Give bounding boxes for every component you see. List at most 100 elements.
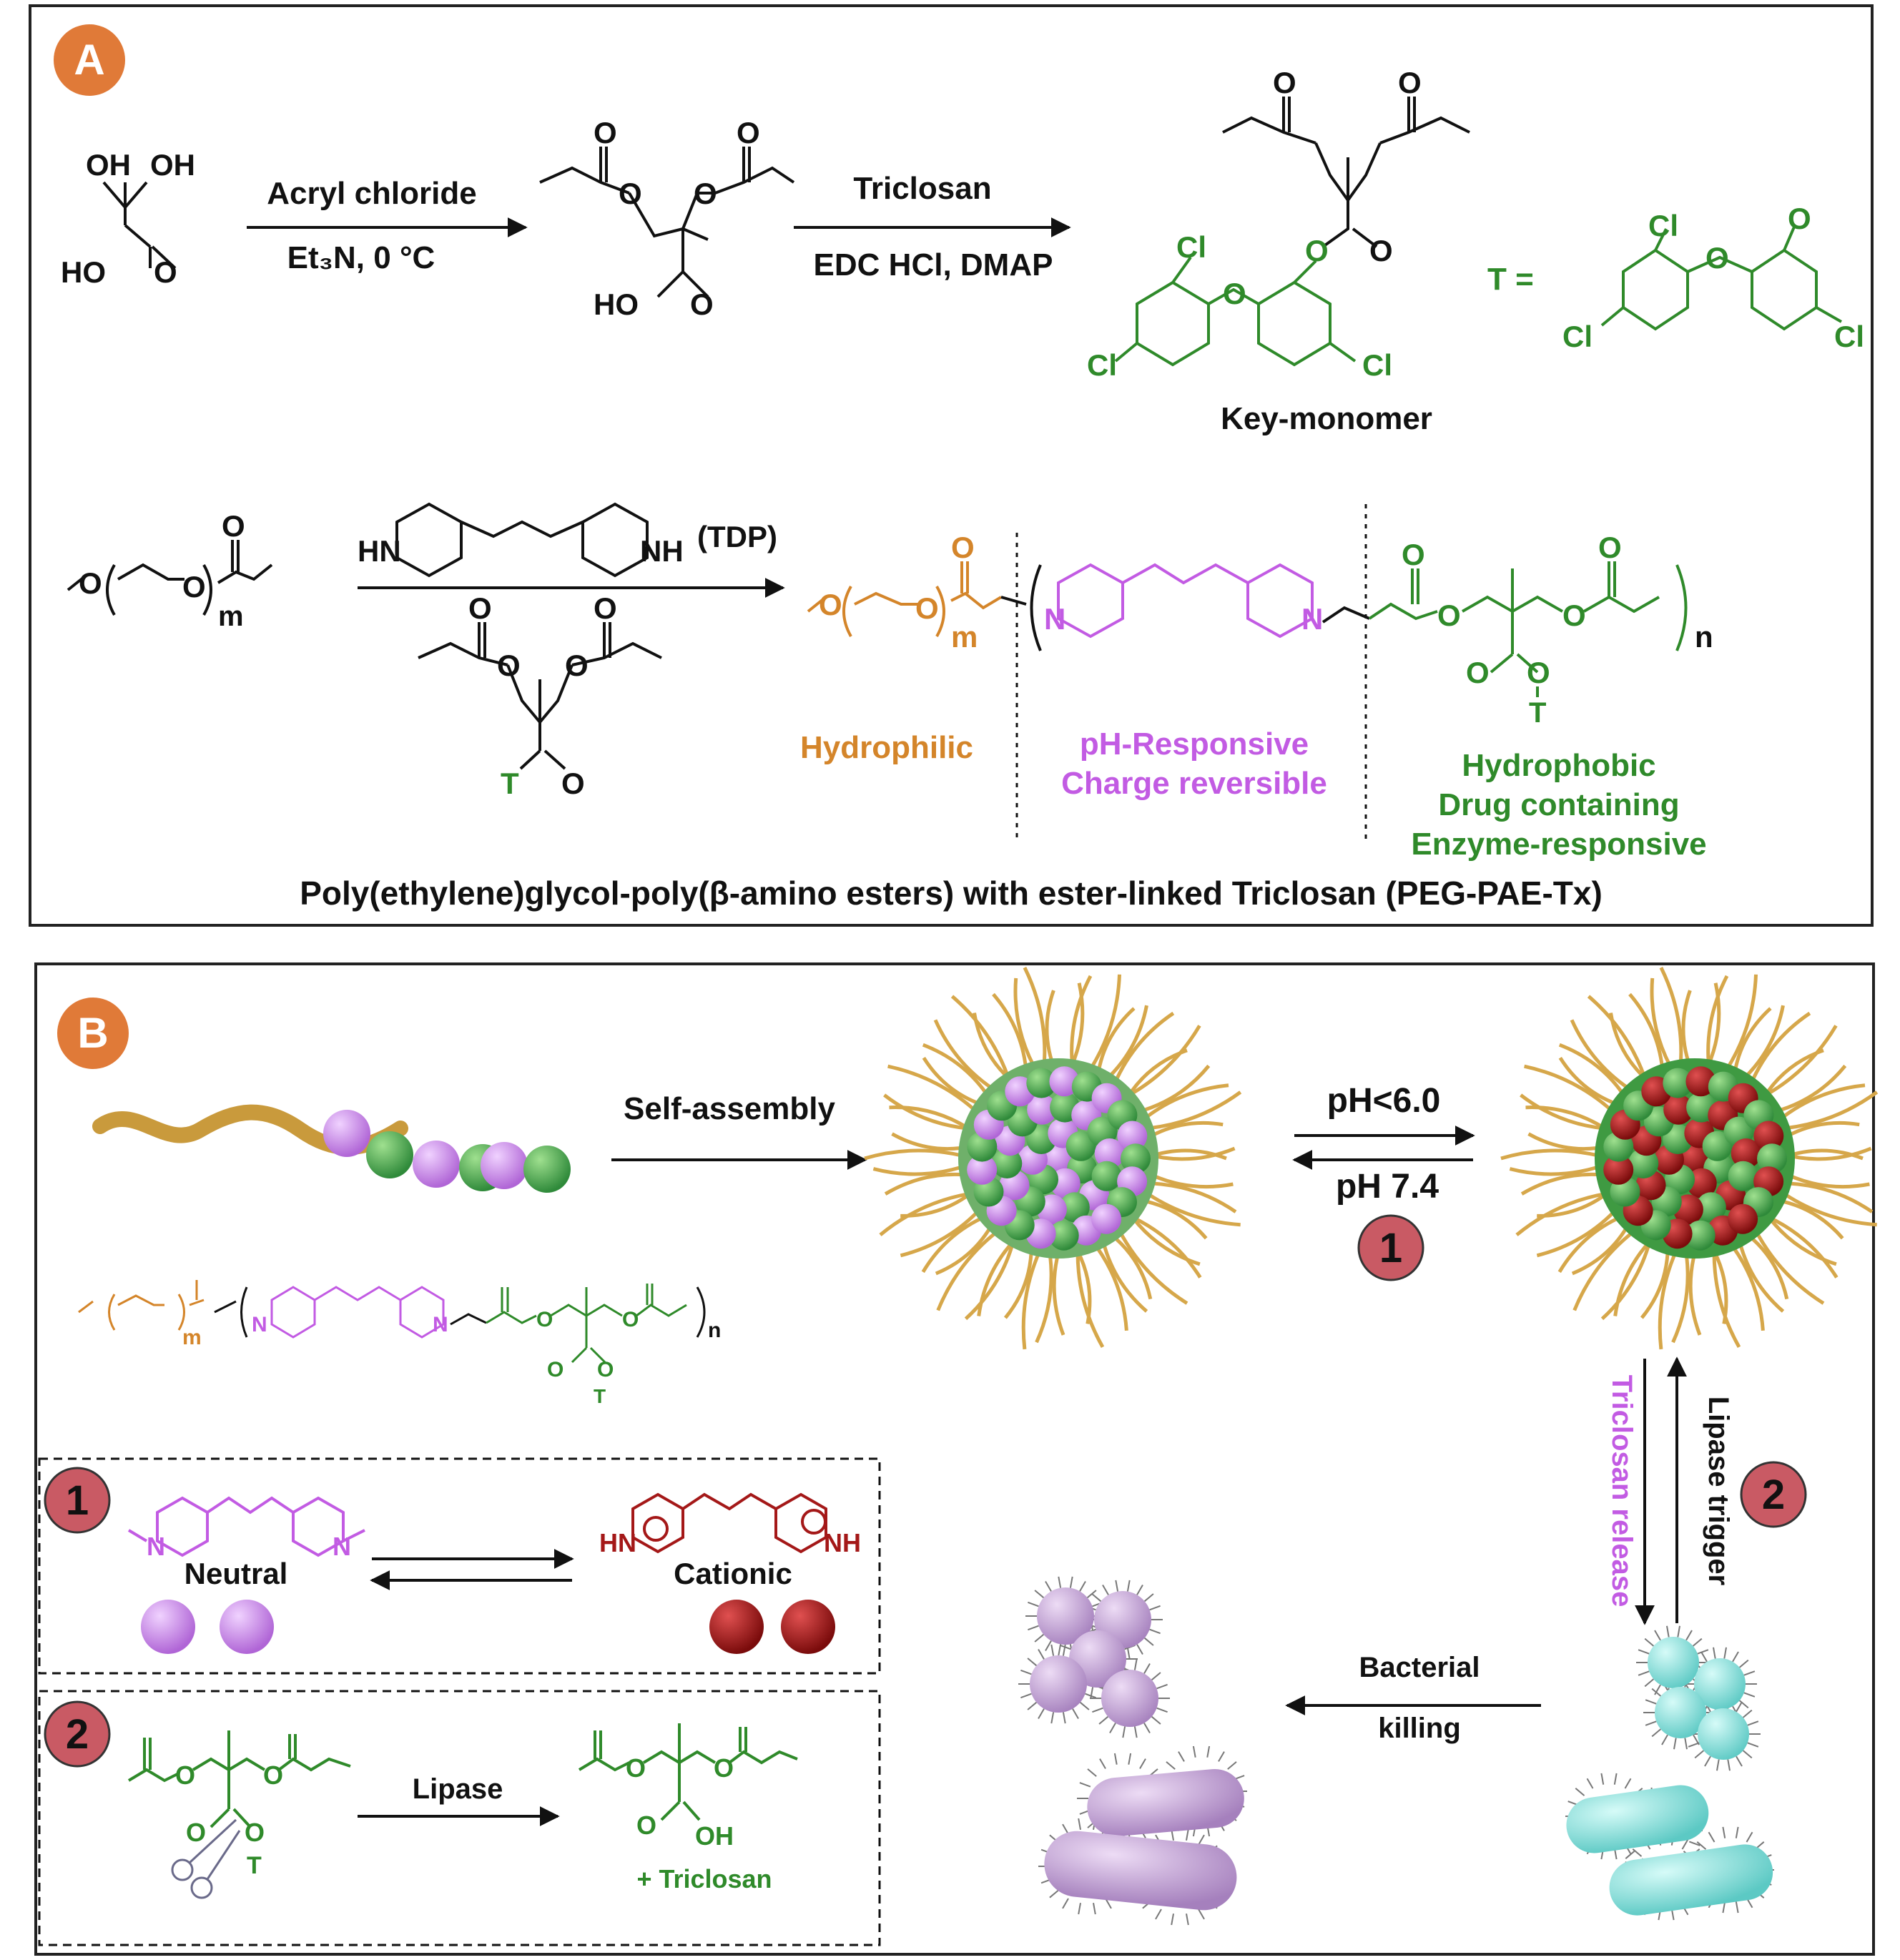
bacterial-pilus bbox=[1747, 1720, 1759, 1726]
bacterial-pilus bbox=[1072, 1708, 1079, 1719]
o-label-26: O bbox=[1437, 599, 1461, 632]
core-bead bbox=[1728, 1161, 1758, 1191]
peg-acrylate-structure bbox=[67, 540, 273, 616]
n-label-5: N bbox=[147, 1532, 165, 1561]
bacterial-pilus bbox=[1613, 1773, 1618, 1785]
bacterial-pilus bbox=[1136, 1644, 1143, 1655]
ph-low-label: pH<6.0 bbox=[1327, 1082, 1441, 1120]
o-label-17: O bbox=[468, 591, 492, 625]
bacterial-pilus bbox=[1735, 1901, 1739, 1914]
bacterial-pilus bbox=[1151, 1715, 1161, 1725]
bacterial-pilus bbox=[1666, 1625, 1670, 1638]
oh-label-1: OH bbox=[86, 148, 131, 182]
label-charge-reversible: Charge reversible bbox=[1061, 766, 1327, 801]
bacterial-pilus bbox=[1133, 1658, 1138, 1670]
bacterial-pilus bbox=[1105, 1898, 1112, 1909]
core-bead bbox=[1685, 1066, 1716, 1097]
step2-badge-inset-label: 2 bbox=[66, 1711, 89, 1758]
core-bead bbox=[1628, 1148, 1659, 1178]
hn-plus-label: HN bbox=[599, 1528, 636, 1557]
panel-b-frame bbox=[34, 962, 1875, 1956]
bacterial-pilus bbox=[1149, 1628, 1161, 1635]
bacterial-pilus bbox=[1045, 1640, 1052, 1651]
bacterial-pilus bbox=[1700, 1651, 1708, 1663]
bacterial-pilus bbox=[1020, 1669, 1032, 1675]
bacterial-pilus bbox=[1694, 1750, 1705, 1759]
bacterial-pilus bbox=[1078, 1903, 1081, 1915]
o-label-1: O bbox=[154, 255, 177, 289]
bacterial-pilus bbox=[1716, 1759, 1720, 1771]
o-label-6: O bbox=[690, 287, 714, 321]
killing-label: killing bbox=[1378, 1713, 1461, 1744]
t-label-3: T bbox=[594, 1385, 606, 1407]
reagent-acryl-chloride: Acryl chloride bbox=[267, 176, 476, 211]
bacterial-pilus bbox=[1079, 1782, 1091, 1788]
o-label-22: O bbox=[819, 588, 842, 621]
label-hydrophilic: Hydrophilic bbox=[800, 730, 973, 765]
bacterial-pilus bbox=[1122, 1726, 1126, 1738]
cl-label-3: Cl bbox=[1362, 348, 1392, 382]
peg-corona-strand bbox=[1500, 1148, 1610, 1161]
bacterial-pilus bbox=[1732, 1651, 1739, 1663]
bacterial-pilus bbox=[1143, 1593, 1154, 1602]
core-bead bbox=[1049, 1066, 1080, 1097]
label-drug-containing: Drug containing bbox=[1438, 787, 1679, 822]
n-label-6: N bbox=[333, 1532, 351, 1561]
bacterial-pilus bbox=[1722, 1826, 1726, 1838]
core-bead bbox=[1121, 1143, 1151, 1174]
inset-box-1 bbox=[38, 1457, 881, 1675]
cl-label-1: Cl bbox=[1176, 230, 1206, 264]
subscript-n-2: n bbox=[708, 1319, 721, 1342]
bacterial-pilus bbox=[1062, 1823, 1069, 1835]
panel-a-caption: Poly(ethylene)glycol-poly(β-amino esters… bbox=[300, 875, 1603, 912]
o-label-36: O bbox=[263, 1760, 283, 1790]
bacterial-pilus bbox=[1681, 1838, 1689, 1850]
bacteria-treated bbox=[1565, 1625, 1774, 1921]
bacterial-pilus bbox=[1166, 1761, 1176, 1770]
oh-label-2: OH bbox=[150, 148, 195, 182]
peg-corona-strand bbox=[1659, 966, 1683, 1075]
bacterial-pilus bbox=[1151, 1672, 1161, 1681]
bacterial-pilus bbox=[1093, 1903, 1096, 1915]
lipase-label: Lipase bbox=[413, 1773, 503, 1805]
bacterial-pilus bbox=[1038, 1649, 1045, 1660]
o-label-30: O bbox=[1527, 656, 1550, 689]
ester-block-structure bbox=[1368, 561, 1688, 697]
panel-b-badge-label: B bbox=[77, 1009, 108, 1057]
bacterial-pilus bbox=[1069, 1576, 1073, 1588]
bacterial-pilus bbox=[1062, 1644, 1066, 1656]
bacterial-pilus bbox=[1654, 1684, 1661, 1695]
peg-corona-strand bbox=[1023, 966, 1047, 1075]
o-label-10: O bbox=[1305, 234, 1329, 267]
cl-label-5: Cl bbox=[1562, 320, 1593, 353]
bacterial-pilus bbox=[1677, 1625, 1680, 1638]
bacterial-pilus bbox=[1109, 1723, 1116, 1733]
t-label-1: T bbox=[501, 767, 519, 800]
panel-a-badge-label: A bbox=[74, 36, 104, 84]
bacterial-pilus bbox=[1062, 1898, 1069, 1909]
reagent-edc: EDC HCl, DMAP bbox=[814, 247, 1053, 282]
bacterial-pilus bbox=[1692, 1638, 1703, 1647]
n-label-1: N bbox=[1044, 602, 1065, 636]
label-hydrophobic: Hydrophobic bbox=[1462, 748, 1655, 783]
o-label-38: O bbox=[245, 1818, 265, 1847]
core-bead bbox=[1117, 1121, 1148, 1151]
o-label-34: O bbox=[597, 1358, 614, 1382]
bacterial-pilus bbox=[1050, 1712, 1055, 1724]
panel-a-badge: A bbox=[54, 24, 125, 96]
bacterial-pilus bbox=[1186, 1828, 1189, 1841]
inset-box-2 bbox=[38, 1690, 881, 1946]
bacterial-pilus bbox=[1034, 1590, 1045, 1599]
peg-block-structure bbox=[807, 561, 1003, 637]
bacterial-pilus bbox=[1600, 1773, 1605, 1785]
cationic-label: Cationic bbox=[674, 1557, 792, 1590]
o-label-4: O bbox=[619, 177, 642, 210]
t-label-2: T bbox=[1529, 697, 1546, 729]
bacterial-pilus bbox=[1143, 1723, 1151, 1733]
subscript-n-1: n bbox=[1695, 620, 1713, 654]
bacterial-pilus bbox=[1156, 1683, 1168, 1690]
bacterial-pilus bbox=[1079, 1701, 1090, 1710]
bacterial-pilus bbox=[1098, 1715, 1109, 1725]
panel-b-badge: B bbox=[57, 998, 129, 1069]
linker-bond-2 bbox=[1321, 606, 1370, 624]
